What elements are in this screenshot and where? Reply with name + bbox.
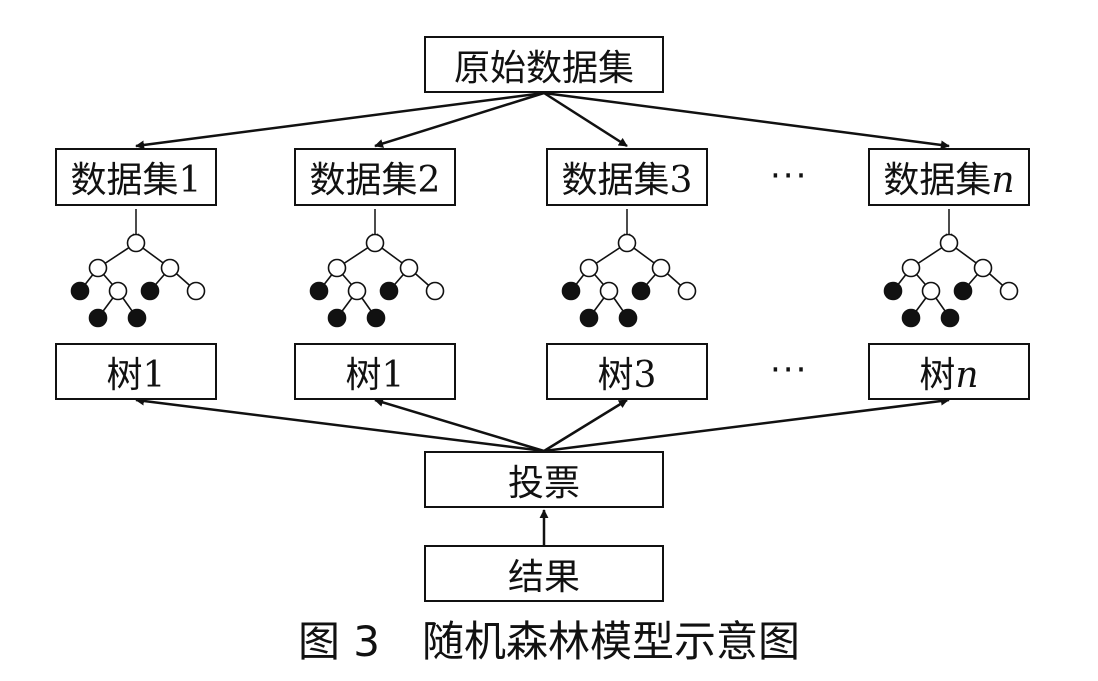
leaf-node: [327, 308, 347, 328]
arrow-vote-to-tree: [135, 396, 545, 453]
arrow-vote-to-tree: [374, 398, 545, 453]
tree-index: n: [955, 354, 979, 396]
split-node: [108, 281, 128, 301]
dataset-ellipsis: ···: [770, 156, 809, 196]
split-node: [921, 281, 941, 301]
dataset-label: 数据集: [561, 160, 670, 201]
leaf-node: [953, 281, 973, 301]
split-node: [88, 258, 108, 278]
result-label: 结果: [507, 556, 580, 598]
leaf-node: [883, 281, 903, 301]
dataset-label: 数据集: [883, 160, 992, 201]
split-node: [651, 258, 671, 278]
root-dataset-box: 原始数据集: [424, 36, 664, 93]
tree-label: 树: [919, 354, 956, 396]
arrow-root-to-dataset: [543, 91, 628, 148]
leaf-node: [561, 281, 581, 301]
split-node: [160, 258, 180, 278]
split-node: [901, 258, 921, 278]
split-node: [599, 281, 619, 301]
split-node: [347, 281, 367, 301]
leaf-node: [140, 281, 160, 301]
arrow-vote-to-tree: [543, 396, 950, 453]
tree-label: 树: [345, 354, 382, 396]
leaf-node: [127, 308, 147, 328]
tree-index: 1: [142, 354, 166, 396]
split-node: [677, 281, 697, 301]
result-box: 结果: [424, 545, 664, 602]
root-dataset-label: 原始数据集: [453, 47, 634, 89]
dataset-box-3: 数据集3: [546, 148, 708, 206]
arrow-root-to-dataset: [374, 91, 545, 148]
leaf-node: [901, 308, 921, 328]
tree-label: 树: [106, 354, 143, 396]
vote-label: 投票: [507, 462, 580, 504]
split-node: [939, 233, 959, 253]
leaf-node: [618, 308, 638, 328]
dataset-box-2: 数据集2: [294, 148, 456, 206]
split-node: [579, 258, 599, 278]
arrow-vote-to-tree: [543, 398, 628, 453]
leaf-node: [309, 281, 329, 301]
tree-box-2: 树1: [294, 343, 456, 400]
leaf-node: [379, 281, 399, 301]
dataset-label: 数据集: [70, 160, 179, 201]
tree-index: 1: [381, 354, 405, 396]
arrow-root-to-dataset: [543, 91, 950, 150]
dataset-index: n: [991, 160, 1015, 201]
dataset-box-1: 数据集1: [55, 148, 217, 206]
tree-ellipsis: ···: [770, 350, 809, 390]
leaf-node: [366, 308, 386, 328]
split-node: [425, 281, 445, 301]
tree-box-n: 树n: [868, 343, 1030, 400]
split-node: [327, 258, 347, 278]
leaf-node: [631, 281, 651, 301]
dataset-index: 1: [178, 160, 202, 201]
split-node: [973, 258, 993, 278]
tree-label: 树: [597, 354, 634, 396]
dataset-box-n: 数据集n: [868, 148, 1030, 206]
split-node: [365, 233, 385, 253]
arrow-root-to-dataset: [135, 91, 545, 150]
tree-index: 3: [633, 354, 657, 396]
leaf-node: [70, 281, 90, 301]
leaf-node: [88, 308, 108, 328]
split-node: [186, 281, 206, 301]
split-node: [399, 258, 419, 278]
figure-caption: 图 3 随机森林模型示意图: [297, 617, 801, 666]
dataset-index: 3: [669, 160, 693, 201]
vote-box: 投票: [424, 451, 664, 508]
dataset-label: 数据集: [309, 160, 418, 201]
leaf-node: [579, 308, 599, 328]
split-node: [999, 281, 1019, 301]
tree-box-1: 树1: [55, 343, 217, 400]
split-node: [126, 233, 146, 253]
leaf-node: [940, 308, 960, 328]
tree-box-3: 树3: [546, 343, 708, 400]
split-node: [617, 233, 637, 253]
dataset-index: 2: [417, 160, 441, 201]
